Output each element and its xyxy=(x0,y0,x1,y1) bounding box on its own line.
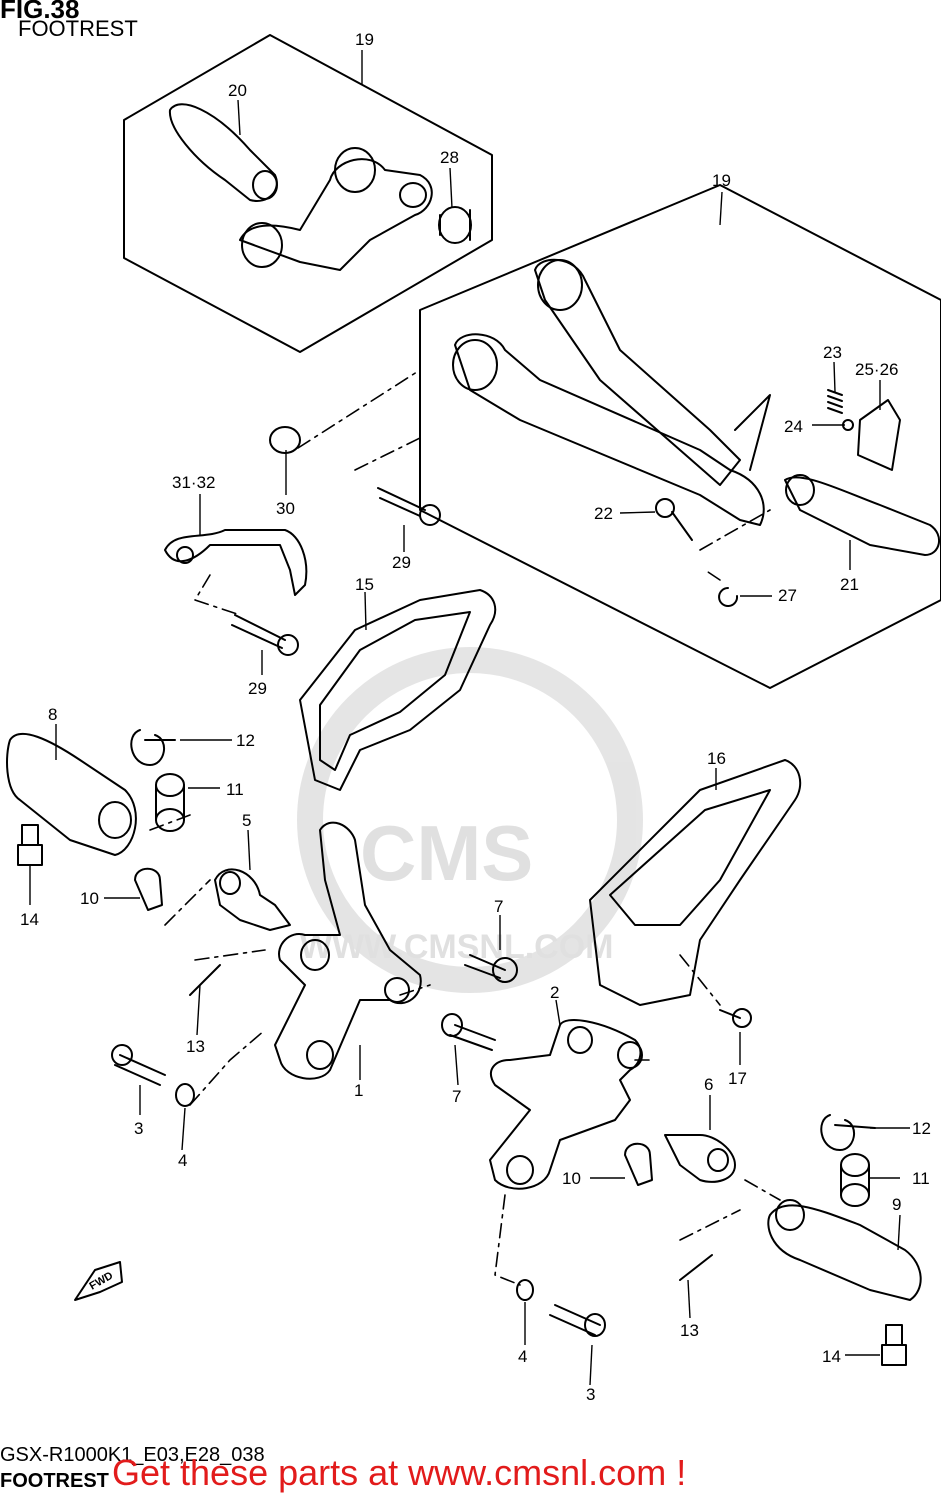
callout-13-a: 13 xyxy=(186,1037,205,1056)
part-21-peg xyxy=(784,476,940,556)
part-20-peg xyxy=(168,103,278,202)
part-25-plate xyxy=(857,399,901,471)
callout-9: 9 xyxy=(892,1195,901,1214)
callout-23: 23 xyxy=(823,343,842,362)
fwd-arrow-icon xyxy=(74,1261,123,1301)
callout-11-b: 11 xyxy=(912,1169,930,1188)
part-12-spring-b xyxy=(820,1114,876,1151)
callout-18: 19 xyxy=(355,30,374,49)
callout-labels: 19 20 28 19 23 25·26 24 22 21 27 30 31·3… xyxy=(20,30,931,1404)
callout-16: 16 xyxy=(707,749,726,768)
part-29-bolt-a xyxy=(377,487,426,517)
section-name: FOOTREST xyxy=(0,1470,109,1492)
callout-29-b: 29 xyxy=(248,679,267,698)
callout-12-b: 12 xyxy=(912,1119,931,1138)
part-13-cotter-b xyxy=(679,1254,713,1281)
promo-link[interactable]: Get these parts at www.cmsnl.com ! xyxy=(112,1452,687,1493)
part-7-bolt-b xyxy=(449,1024,496,1051)
part-2-bracket xyxy=(489,1019,642,1190)
part-16-heel-plate xyxy=(589,759,802,1006)
callout-3-b: 3 xyxy=(586,1385,595,1404)
callout-5: 5 xyxy=(242,811,251,830)
callout-7-a: 7 xyxy=(494,897,503,916)
callout-14-a: 14 xyxy=(20,910,39,929)
part-5-pivot xyxy=(214,868,291,931)
watermark-url: WWW.CMSNL.COM xyxy=(300,928,614,966)
part-14-stud-b xyxy=(881,1324,907,1366)
part-11-collar xyxy=(155,773,185,797)
callout-29-a: 29 xyxy=(392,553,411,572)
part-8-peg xyxy=(6,732,137,856)
callout-10-b: 10 xyxy=(562,1169,581,1188)
part-27-clip xyxy=(718,587,739,607)
part-13-cotter-a xyxy=(189,964,221,996)
part-4-washer-a xyxy=(175,1083,195,1107)
part-3-bolt-a xyxy=(114,1054,166,1086)
callout-11-a: 11 xyxy=(226,780,244,799)
callout-3-a: 3 xyxy=(134,1119,143,1138)
callout-27: 27 xyxy=(778,586,797,605)
part-30-nut xyxy=(269,426,301,454)
callout-14-b: 14 xyxy=(822,1347,841,1366)
callout-15: 15 xyxy=(355,575,374,594)
callout-20: 20 xyxy=(228,81,247,100)
part-28-bushing xyxy=(438,206,472,244)
kit-outline-18 xyxy=(123,34,493,353)
part-4-washer-b xyxy=(516,1279,534,1301)
callout-25-26: 25·26 xyxy=(855,360,898,379)
part-15-heel-plate xyxy=(299,589,497,791)
part-9-peg xyxy=(767,1204,922,1301)
callout-17: 17 xyxy=(728,1069,747,1088)
callout-28: 28 xyxy=(440,148,459,167)
callout-30: 30 xyxy=(276,499,295,518)
figure-title: FIG.38 xyxy=(0,0,80,24)
watermark: CMS WWW.CMSNL.COM xyxy=(297,647,643,993)
part-22-pin xyxy=(655,498,675,518)
part-14-stud xyxy=(17,824,43,866)
part-31-guard xyxy=(164,529,308,596)
part-18-bracket xyxy=(239,158,433,271)
callout-8: 8 xyxy=(48,705,57,724)
leader-lines xyxy=(29,50,910,1386)
assembly-guides xyxy=(149,369,781,1286)
model-code: GSX-R1000K1_E03,E28_038 xyxy=(0,1444,265,1466)
callout-21: 21 xyxy=(840,575,859,594)
callout-4-a: 4 xyxy=(178,1151,187,1170)
fwd-label: FWD xyxy=(88,1270,116,1293)
figure-subtitle: FOOTREST xyxy=(18,16,138,41)
part-23-spring xyxy=(827,389,843,414)
callout-1: 1 xyxy=(354,1081,363,1100)
callout-13-b: 13 xyxy=(680,1321,699,1340)
part-12-spring xyxy=(130,729,176,766)
part-1-bracket xyxy=(274,821,422,1080)
part-29-bolt-b xyxy=(231,614,286,649)
part-17-screw xyxy=(719,1009,741,1019)
part-10-pin-b xyxy=(624,1142,653,1186)
callout-10-a: 10 xyxy=(80,889,99,908)
watermark-brand: CMS xyxy=(360,809,533,897)
callout-2: 2 xyxy=(550,983,559,1002)
part-6-pivot xyxy=(664,1134,736,1183)
kit-outline-19 xyxy=(419,184,941,689)
callout-4-b: 4 xyxy=(518,1347,527,1366)
part-19-hanger xyxy=(454,333,765,526)
callout-6: 6 xyxy=(704,1075,713,1094)
callout-19: 19 xyxy=(712,171,731,190)
part-3-bolt-b xyxy=(549,1304,601,1336)
callout-31-32: 31·32 xyxy=(172,473,215,492)
part-11-collar-b xyxy=(840,1153,870,1177)
part-10-pin xyxy=(134,867,163,911)
callout-22: 22 xyxy=(594,504,613,523)
callout-12-a: 12 xyxy=(236,731,255,750)
callout-7-b: 7 xyxy=(452,1087,461,1106)
callout-24: 24 xyxy=(784,417,803,436)
